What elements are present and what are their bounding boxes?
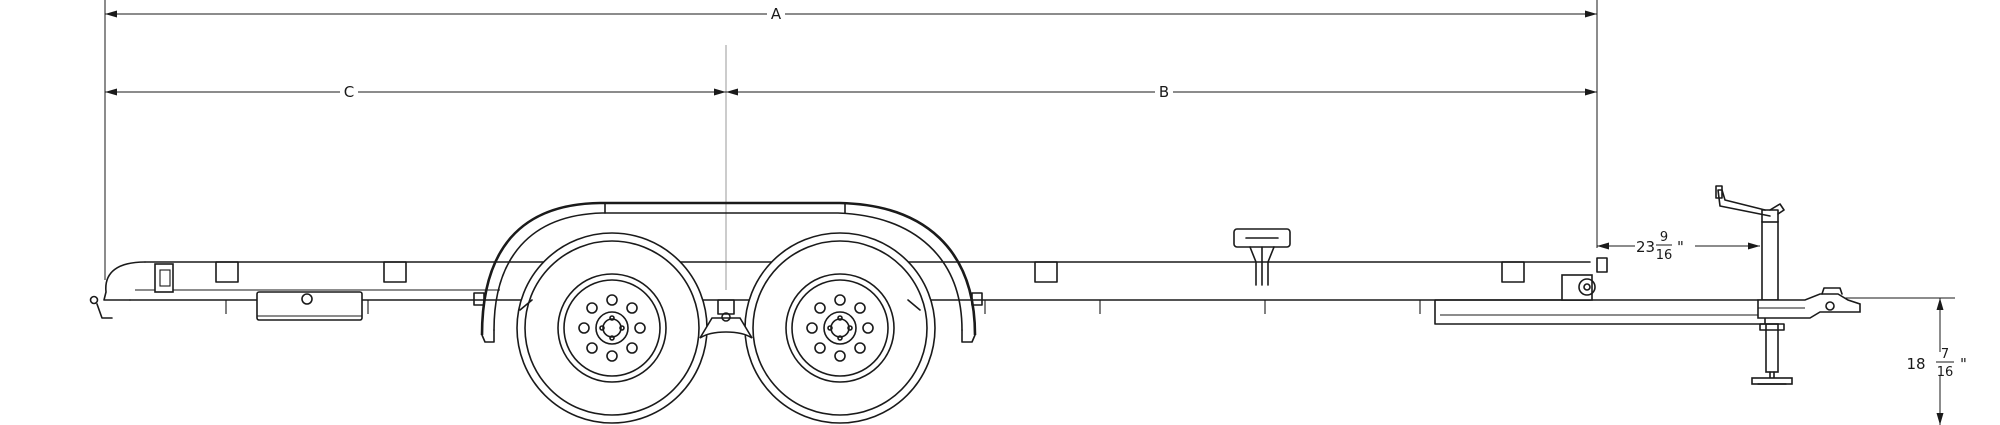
jack-lower-leg (1765, 323, 1779, 373)
front-tire (744, 232, 936, 424)
rear-rim-holes (578, 294, 646, 362)
suspension (519, 299, 921, 339)
dimension-a-label: A (771, 5, 782, 23)
jack-handle (1717, 189, 1771, 217)
coupler-jack-assembly (1715, 185, 1861, 385)
rear-lug-nuts (599, 315, 625, 341)
rear-dovetail (103, 261, 146, 301)
coupler-height-numerator: 7 (1941, 347, 1949, 362)
storage-box-latch (301, 293, 313, 305)
cross-member-ticks (225, 300, 1421, 314)
dimension-c-label: C (344, 83, 354, 101)
front-hub (823, 311, 857, 345)
coupler-offset-arrow-left (1597, 242, 1609, 250)
dimension-b-label: B (1159, 83, 1169, 101)
coupler-offset-value: 23 9 16 " (1636, 230, 1684, 263)
rear-tire (516, 232, 708, 424)
rear-rim (557, 273, 667, 383)
dimension-a-arrow-right (1585, 10, 1597, 18)
jack-foot (1751, 377, 1793, 385)
coupler-height-arrow-bottom (1936, 413, 1944, 425)
dimension-b-arrow-left (726, 88, 738, 96)
dimension-lines: A C B 23 9 16 " 18 7 (104, 0, 1967, 425)
coupler-height-arrow-top (1936, 298, 1944, 310)
rear-light-pin (89, 295, 99, 305)
dimension-c-arrow-right (714, 88, 726, 96)
front-rim (785, 273, 895, 383)
fender-inner-arc (493, 212, 963, 331)
coupler-offset-whole: 23 (1636, 238, 1655, 256)
fender-outer-arc (480, 201, 977, 336)
front-lug-nuts (827, 315, 853, 341)
coupler-height-denominator: 16 (1937, 365, 1954, 380)
fender (473, 201, 983, 343)
front-rim-holes (806, 294, 874, 362)
equalizer (699, 317, 753, 339)
coupler-offset-denominator: 16 (1656, 248, 1673, 263)
tongue-channel (1434, 299, 1766, 325)
jack-post (1761, 221, 1779, 301)
rear-wheel (516, 232, 708, 424)
front-wheel (744, 232, 936, 424)
coupler-offset-arrow-right (1748, 242, 1760, 250)
dimension-a-arrow-left (105, 10, 117, 18)
coupler-body (1757, 293, 1861, 319)
stake-pocket (1501, 261, 1525, 283)
coupler-offset-numerator: 9 (1660, 230, 1668, 245)
dimension-b-arrow-right (1585, 88, 1597, 96)
stake-pocket (1034, 261, 1058, 283)
coupler-height-whole: 18 (1906, 355, 1925, 373)
stake-pocket (215, 261, 239, 283)
storage-box (256, 291, 363, 321)
coupler-offset-unit: " (1677, 238, 1684, 256)
equalizer-hanger (717, 299, 735, 315)
coupler-height-value: 18 7 16 " (1906, 347, 1966, 380)
dimension-c-arrow-left (105, 88, 117, 96)
coupler-height-unit: " (1960, 355, 1967, 373)
rear-hub (595, 311, 629, 345)
stake-pocket (383, 261, 407, 283)
